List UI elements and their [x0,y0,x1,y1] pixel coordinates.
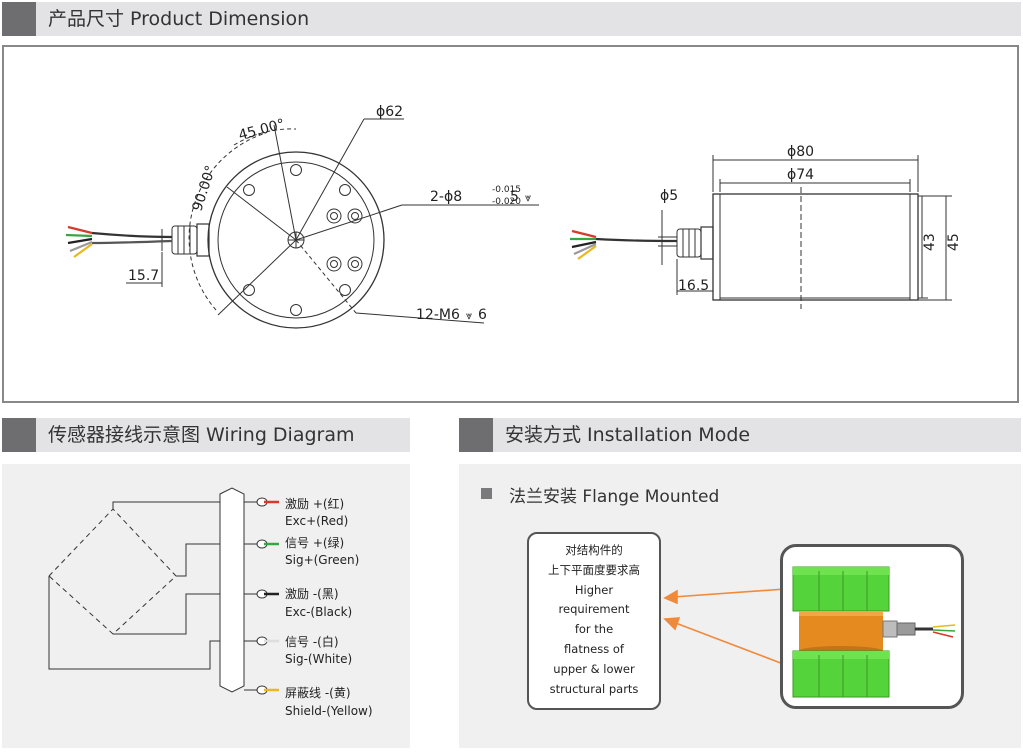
wire-label-en: Sig-(White) [285,652,352,666]
depth-symbol-icon: ⩔ [525,191,531,204]
thread-depth-label: 6 [478,307,487,323]
note-line: 上下平面度要求高 [548,562,640,577]
wire-label-cn: 屏蔽线 -(黄) [285,686,351,700]
cable-offset-label: 15.7 [128,268,159,284]
bullet-square-icon [481,488,492,499]
wire-label-en: Exc+(Red) [285,514,348,528]
section-title-dimension: 产品尺寸 Product Dimension [48,8,310,30]
wire-label-cn: 激励 +(红) [285,496,344,511]
phi80-label: ϕ80 [787,144,814,160]
hole-depth-label: 5 [510,189,519,205]
flange-mounted-illustration [780,544,964,709]
install-arrows [663,587,800,671]
wire-label-cn: 信号 +(绿) [285,535,344,550]
note-line: for the [574,622,614,637]
section-header-mark [2,418,36,452]
wire-label-en: Sig+(Green) [285,553,359,567]
wiring-diagram: 激励 +(红) Exc+(Red) 信号 +(绿) Sig+(Green) 激励… [48,487,373,718]
section-title-wiring: 传感器接线示意图 Wiring Diagram [48,424,355,446]
flatness-note-box: 对结构件的 上下平面度要求高 Higher requirement for th… [527,532,661,710]
install-mode-title: 法兰安装 Flange Mounted [509,487,720,507]
phi5-label: ϕ5 [660,188,678,204]
section-header-mark [459,418,493,452]
phi62-label: ϕ62 [376,104,403,120]
note-line: Higher [574,582,614,597]
section-header-install: 安装方式 Installation Mode [459,418,1021,452]
cable-side-label: 16.5 [678,278,709,294]
note-line: flatness of [564,641,624,656]
dimension-drawing-frame: 45.00° 90.00° ϕ62 2-ϕ8 -0.015 -0.020 ⩔ 5… [2,45,1019,403]
section-title-install: 安装方式 Installation Mode [505,424,751,446]
wire-label-en: Exc-(Black) [285,605,352,619]
height-43-label: 43 [922,233,938,251]
wire-label-cn: 信号 -(白) [285,634,339,649]
installation-panel: 法兰安装 Flange Mounted 对结构件的 上下平面度要求高 Highe… [459,464,1021,748]
angle-45-label: 45.00° [237,116,287,144]
phi74-label: ϕ74 [787,167,814,183]
tol-lower-label: -0.020 [492,197,521,207]
wiring-diagram-panel: 激励 +(红) Exc+(Red) 信号 +(绿) Sig+(Green) 激励… [2,464,410,748]
tol-upper-label: -0.015 [492,185,521,195]
wire-label-cn: 激励 -(黑) [285,587,339,601]
section-header-wiring: 传感器接线示意图 Wiring Diagram [2,418,410,452]
note-line: structural parts [549,681,639,696]
dimension-drawing: 45.00° 90.00° ϕ62 2-ϕ8 -0.015 -0.020 ⩔ 5… [65,104,962,329]
note-line: upper & lower [553,661,635,676]
thread-label: 12-M6 [416,307,460,323]
hole-main-label: 2-ϕ8 [430,189,462,205]
depth-symbol-icon: ⩔ [466,309,472,322]
height-45-label: 45 [946,233,962,251]
note-line: 对结构件的 [565,543,623,557]
section-header-dimension: 产品尺寸 Product Dimension [2,2,1021,36]
section-header-mark [2,2,36,36]
wire-label-en: Shield-(Yellow) [285,704,373,718]
note-line: requirement [558,602,630,617]
